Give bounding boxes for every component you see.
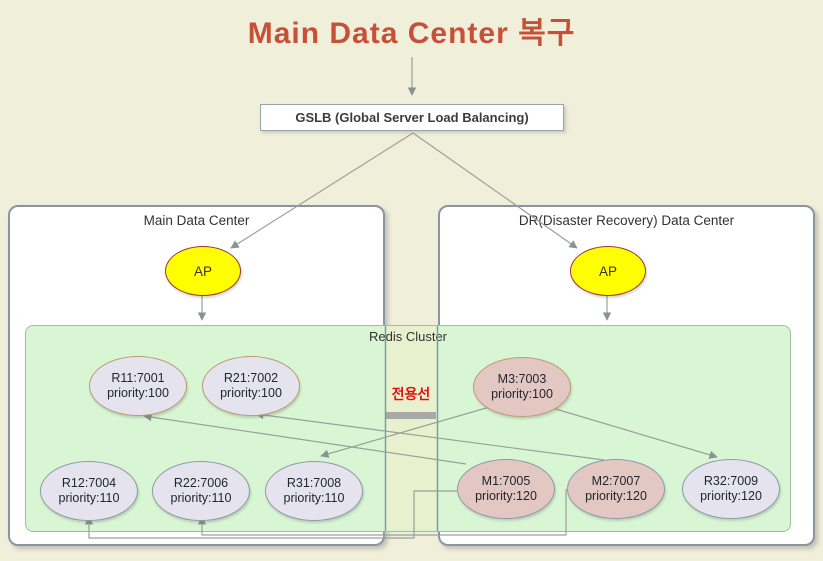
ap-node-main: AP <box>165 246 241 296</box>
node-priority: priority:110 <box>170 491 232 505</box>
node-name: M3:7003 <box>497 371 547 386</box>
dr-data-center-label: DR(Disaster Recovery) Data Center <box>518 213 735 228</box>
dedicated-line-label: 전용선 <box>391 386 431 402</box>
node-name: R21:7002 <box>223 370 279 385</box>
node-name: R12:7004 <box>61 475 117 490</box>
redis-cluster-label: Redis Cluster <box>368 329 448 344</box>
redis-node-m1: M1:7005 priority:120 <box>457 459 555 519</box>
main-data-center-label: Main Data Center <box>143 213 250 228</box>
redis-node-r11: R11:7001 priority:100 <box>89 356 187 416</box>
redis-node-m2: M2:7007 priority:120 <box>567 459 665 519</box>
node-priority: priority:110 <box>283 491 345 505</box>
node-priority: priority:100 <box>220 386 282 400</box>
page-title: Main Data Center 복구 <box>247 17 576 50</box>
node-priority: priority:100 <box>491 387 553 401</box>
redis-node-r12: R12:7004 priority:110 <box>40 461 138 521</box>
node-priority: priority:110 <box>58 491 120 505</box>
node-name: M2:7007 <box>591 473 641 488</box>
node-name: M1:7005 <box>481 473 531 488</box>
dedicated-line-bar <box>386 412 436 419</box>
redis-node-r22: R22:7006 priority:110 <box>152 461 250 521</box>
redis-node-r21: R21:7002 priority:100 <box>202 356 300 416</box>
node-name: R22:7006 <box>173 475 229 490</box>
redis-node-r32: R32:7009 priority:120 <box>682 459 780 519</box>
gslb-label: GSLB (Global Server Load Balancing) <box>295 110 529 125</box>
node-priority: priority:120 <box>585 489 647 503</box>
ap-node-dr: AP <box>570 246 646 296</box>
node-priority: priority:100 <box>107 386 169 400</box>
node-name: R11:7001 <box>111 370 165 385</box>
node-name: R31:7008 <box>286 475 342 490</box>
node-priority: priority:120 <box>475 489 537 503</box>
node-priority: priority:120 <box>700 489 762 503</box>
ap-main-label: AP <box>193 263 212 279</box>
node-name: R32:7009 <box>703 473 759 488</box>
redis-node-m3: M3:7003 priority:100 <box>473 357 571 417</box>
redis-node-r31: R31:7008 priority:110 <box>265 461 363 521</box>
gslb-box: GSLB (Global Server Load Balancing) <box>260 104 564 131</box>
ap-dr-label: AP <box>598 263 617 279</box>
dedicated-line-strip <box>387 326 436 530</box>
